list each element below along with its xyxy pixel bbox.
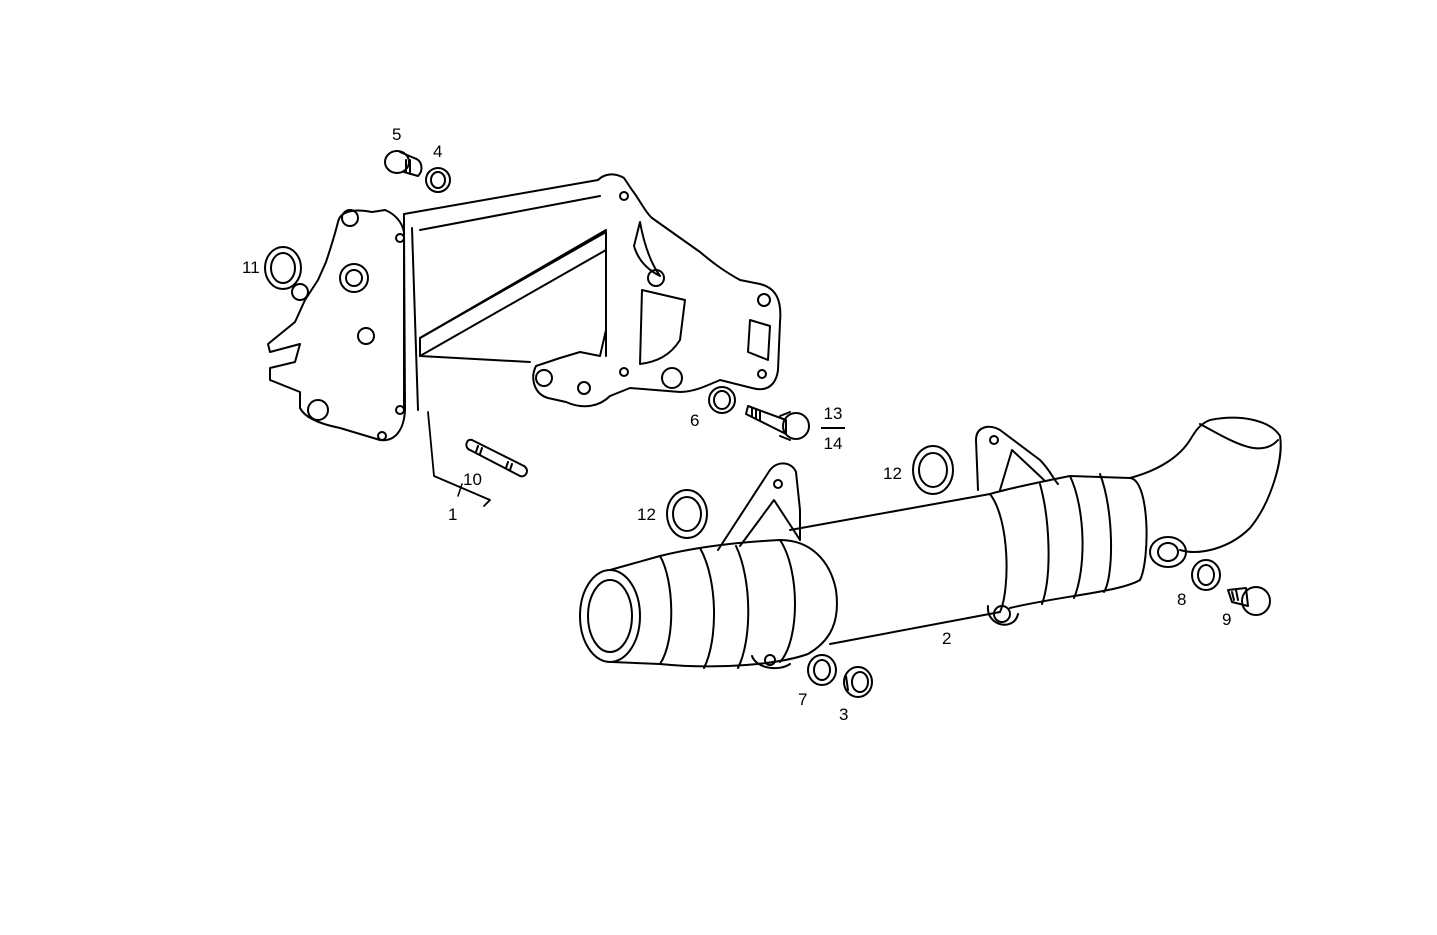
- callout-2: 2: [942, 629, 952, 648]
- callout-12-right: 12: [883, 464, 902, 483]
- callout-7: 7: [798, 690, 808, 709]
- callout-3: 3: [839, 705, 849, 724]
- washer-part-8: [1191, 559, 1221, 591]
- plug-part-9: [1227, 586, 1271, 616]
- bolt-part-13-14: [745, 405, 810, 441]
- callout-5: 5: [392, 125, 402, 144]
- seal-ring-part-12a: [666, 489, 708, 539]
- callout-10: 10: [463, 470, 482, 489]
- seal-ring-part-11: [264, 246, 302, 290]
- bracket-part-1: [267, 173, 782, 507]
- washer-part-6: [708, 386, 736, 414]
- callout-6: 6: [690, 411, 700, 430]
- callout-14: 14: [823, 433, 843, 453]
- callout-4: 4: [433, 142, 443, 161]
- seal-ring-part-12b: [912, 445, 954, 495]
- fraction-bar: [821, 427, 845, 429]
- callout-8: 8: [1177, 590, 1187, 609]
- callout-12-left: 12: [637, 505, 656, 524]
- callout-11: 11: [242, 258, 260, 277]
- callout-1: 1: [448, 505, 458, 524]
- washer-part-4: [425, 167, 451, 193]
- callout-9: 9: [1222, 610, 1232, 629]
- plug-part-5: [384, 150, 423, 177]
- stud-part-10: [465, 438, 528, 478]
- nut-part-3: [843, 666, 873, 698]
- pipe-part-2: [579, 416, 1282, 670]
- callout-13-14: 13 14: [821, 405, 845, 452]
- callout-13: 13: [823, 404, 843, 423]
- washer-part-7: [807, 654, 837, 686]
